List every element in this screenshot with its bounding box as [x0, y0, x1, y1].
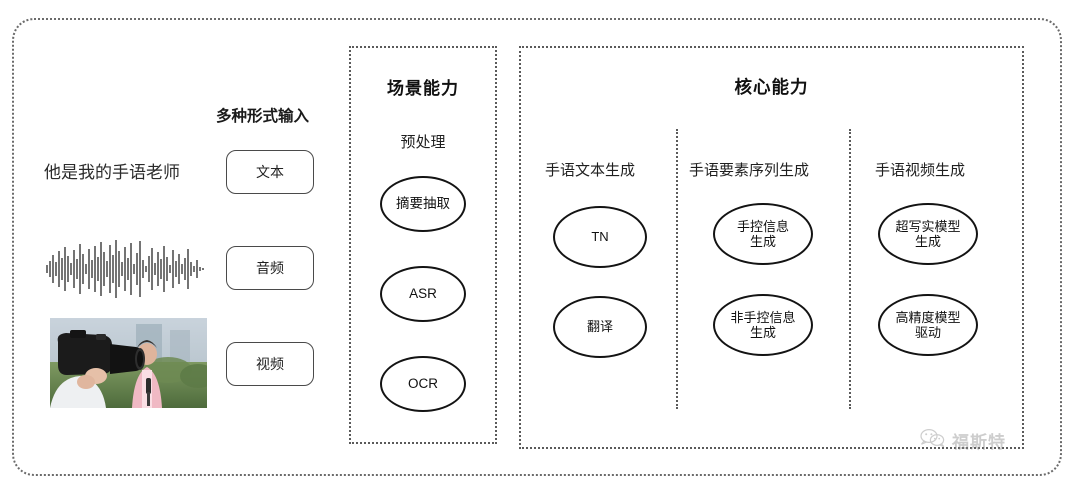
core-column-header-sign-element-sequence-generation: 手语要素序列生成 [689, 162, 810, 179]
node-translate[interactable]: 翻译 [553, 296, 647, 358]
wechat-icon [920, 428, 946, 453]
core-column-header-sign-video-generation: 手语视频生成 [875, 162, 966, 179]
node-summary-extraction-label: 摘要抽取 [396, 196, 450, 212]
node-manual-information-generation[interactable]: 手控信息 生成 [713, 203, 813, 265]
inputs-heading: 多种形式输入 [216, 108, 310, 125]
core-column-divider-1 [676, 129, 678, 409]
audio-waveform-icon [42, 238, 208, 300]
input-chip-audio[interactable]: 音频 [226, 246, 314, 290]
input-chip-text-label: 文本 [256, 164, 284, 180]
input-chip-video-label: 视频 [256, 356, 284, 372]
node-hyperrealistic-model-generation[interactable]: 超写实模型 生成 [878, 203, 978, 265]
input-chip-audio-label: 音频 [256, 260, 284, 276]
scenario-capability-panel: 场景能力 [349, 46, 497, 444]
watermark: 福斯特 [920, 428, 1006, 453]
node-tn[interactable]: TN [553, 206, 647, 268]
node-non-manual-information-generation-line2: 生成 [749, 325, 776, 340]
node-high-precision-model-driving-line1: 高精度模型 [895, 309, 961, 325]
node-summary-extraction[interactable]: 摘要抽取 [380, 176, 466, 232]
scenario-panel-title: 场景能力 [387, 79, 459, 98]
sample-input-text: 他是我的手语老师 [44, 163, 180, 182]
node-ocr-label: OCR [408, 376, 438, 392]
watermark-text: 福斯特 [952, 433, 1006, 452]
node-manual-information-generation-line2: 生成 [749, 234, 776, 249]
core-column-header-sign-text-generation: 手语文本生成 [545, 162, 636, 179]
node-manual-information-generation-line1: 手控信息 [736, 218, 789, 234]
node-high-precision-model-driving-line2: 驱动 [914, 325, 941, 340]
node-asr-label: ASR [409, 286, 437, 302]
node-high-precision-model-driving[interactable]: 高精度模型 驱动 [878, 294, 978, 356]
node-non-manual-information-generation[interactable]: 非手控信息 生成 [713, 294, 813, 356]
node-hyperrealistic-model-generation-line2: 生成 [914, 234, 941, 249]
video-thumbnail [50, 318, 207, 408]
node-hyperrealistic-model-generation-line1: 超写实模型 [895, 218, 961, 234]
node-translate-label: 翻译 [586, 319, 613, 335]
node-tn-label: TN [591, 229, 609, 245]
core-column-divider-2 [849, 129, 851, 409]
node-asr[interactable]: ASR [380, 266, 466, 322]
input-chip-video[interactable]: 视频 [226, 342, 314, 386]
input-chip-text[interactable]: 文本 [226, 150, 314, 194]
node-ocr[interactable]: OCR [380, 356, 466, 412]
outer-frame [12, 18, 1062, 476]
node-non-manual-information-generation-line1: 非手控信息 [730, 309, 796, 325]
core-capability-panel: 核心能力 [519, 46, 1024, 449]
core-panel-title: 核心能力 [734, 77, 809, 97]
preprocess-group-label: 预处理 [400, 134, 446, 151]
